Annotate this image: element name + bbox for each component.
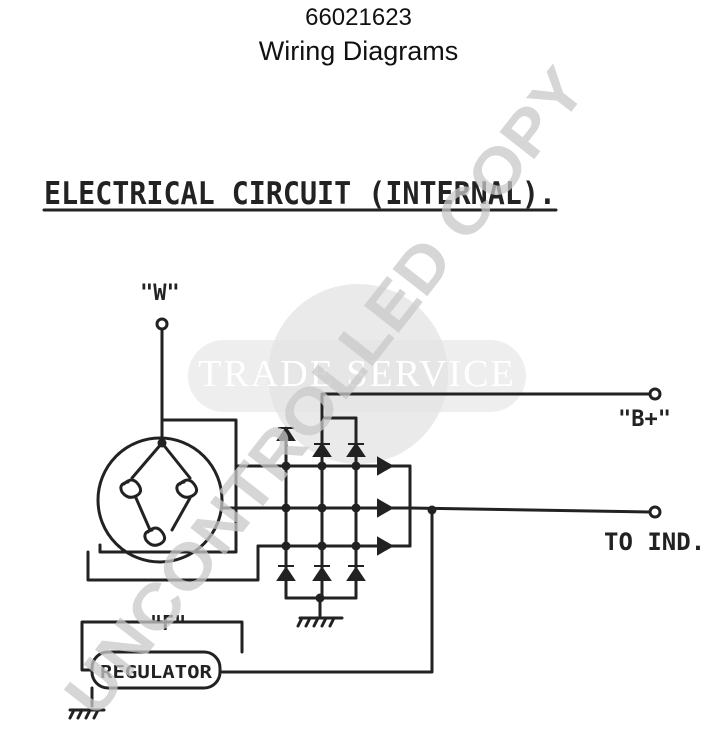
- document-number: 66021623: [305, 4, 412, 31]
- label-terminal-w: "W": [140, 281, 180, 306]
- diode-positive-2: [312, 442, 332, 457]
- diode-negative-3: [346, 566, 366, 581]
- terminal-bplus-circle: [648, 387, 662, 401]
- rectifier-diodes: [157, 426, 437, 603]
- label-to-ind: TO IND.: [604, 528, 705, 556]
- wire-to-ind: [408, 506, 652, 514]
- diode-positive-1: [276, 426, 296, 441]
- stator-assembly: [96, 436, 224, 564]
- diagram-heading: ELECTRICAL CIRCUIT (INTERNAL).: [44, 176, 556, 212]
- ground-symbol-regulator: [68, 708, 106, 720]
- wire-bplus: [320, 392, 652, 420]
- terminal-ind-circle: [648, 505, 662, 519]
- diode-positive-3: [346, 442, 366, 457]
- document-title: Wiring Diagrams: [258, 36, 459, 66]
- diode-negative-2: [312, 566, 332, 581]
- diode-negative-1: [276, 566, 296, 581]
- wire-regulator-feed: [220, 508, 434, 674]
- watermark-emblem-band: [188, 340, 526, 412]
- diode-exciter-2: [377, 498, 395, 518]
- ground-symbol-main: [296, 616, 344, 628]
- watermark-emblem-text: TRADE SERVICE: [198, 353, 516, 395]
- wire-lower-loop: [86, 544, 260, 582]
- terminal-w-circle: [155, 317, 169, 331]
- wire-stator-frame: [98, 418, 238, 554]
- diode-exciter-3: [377, 536, 395, 556]
- label-regulator: REGULATOR: [100, 662, 212, 683]
- diode-exciter-1: [377, 456, 395, 476]
- label-field: "F": [150, 611, 186, 635]
- wire-field-loop: [80, 620, 244, 672]
- label-terminal-bplus: "B+": [618, 407, 671, 432]
